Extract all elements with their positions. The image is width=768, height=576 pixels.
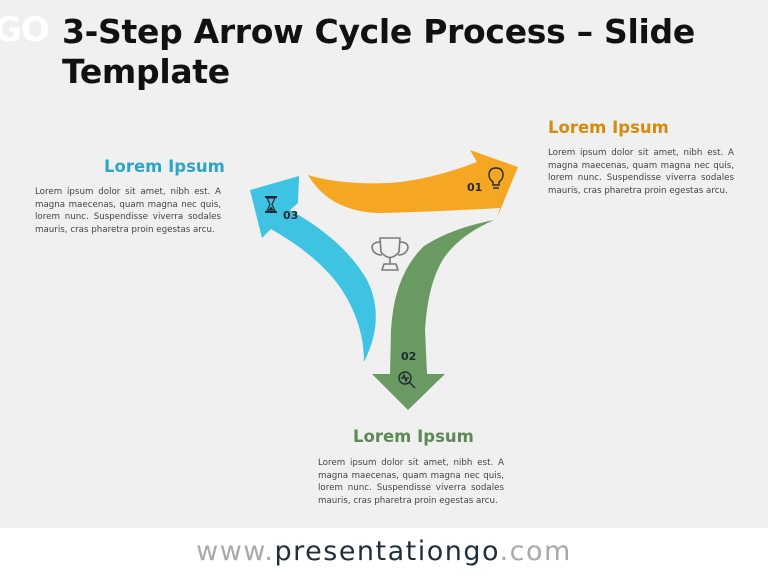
footer-prefix: www. [196,536,275,567]
step-02-description: Lorem ipsum dolor sit amet, nibh est. A … [318,458,504,506]
step-number-03: 03 [283,209,298,222]
step-02-heading: Lorem Ipsum [353,427,474,446]
arrow-cycle-diagram: 01 02 03 [250,150,518,410]
trophy-icon [371,237,409,271]
step-number-01: 01 [467,181,482,194]
step-number-02: 02 [401,350,416,363]
arrow-step-03 [250,176,376,362]
arrow-step-01 [308,150,518,218]
step-03-heading: Lorem Ipsum [104,157,225,176]
corner-logo-fragment: GO [0,10,50,50]
lightbulb-icon [488,167,504,189]
slide-title: 3-Step Arrow Cycle Process – Slide Templ… [62,12,695,91]
slide: GO 3-Step Arrow Cycle Process – Slide Te… [0,0,768,528]
magnifier-pulse-icon [398,371,416,389]
arrow-step-02 [372,220,494,410]
hourglass-icon [265,196,277,213]
step-01-description: Lorem ipsum dolor sit amet, nibh est. A … [548,148,734,196]
step-03-description: Lorem ipsum dolor sit amet, nibh est. A … [35,187,221,235]
step-01-heading: Lorem Ipsum [548,118,669,137]
footer-suffix: .com [499,536,572,567]
footer-brand: presentationgo [274,536,500,567]
footer-website: www.presentationgo.com [0,528,768,576]
